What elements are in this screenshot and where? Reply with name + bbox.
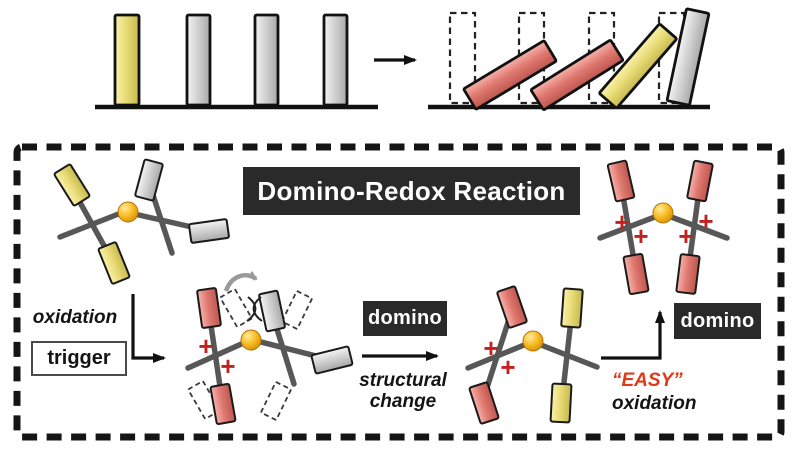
- domino-tile-gray: [322, 13, 349, 107]
- molecule-initial: [53, 158, 230, 285]
- plus-charge: +: [198, 331, 213, 361]
- title-banner: Domino-Redox Reaction: [243, 167, 580, 215]
- page-title: Domino-Redox Reaction: [257, 175, 566, 206]
- structural-change-caption: structural change: [359, 370, 447, 412]
- domino-arrow-2: [601, 310, 665, 360]
- plus-charge: +: [483, 333, 498, 363]
- twist-icon: [246, 296, 263, 322]
- domino-label-box-1: domino: [363, 301, 447, 336]
- falling-tile-yellow: [598, 22, 678, 110]
- easy-word: “EASY”: [612, 370, 683, 391]
- falling-tile-red: [462, 39, 558, 111]
- metal-center-icon: [522, 330, 544, 352]
- falling-tile-gray: [665, 7, 711, 107]
- plus-charge: +: [698, 206, 713, 236]
- trigger-label-box: trigger: [31, 341, 127, 376]
- falling-tile-red: [529, 39, 625, 111]
- falling-dominoes-panel: [428, 7, 711, 111]
- plus-charge: +: [500, 352, 515, 382]
- plus-charge: +: [220, 351, 235, 381]
- trigger-arrow: [131, 294, 166, 363]
- easy-oxidation-word: oxidation: [612, 393, 697, 414]
- molecule-rearranged: + +: [465, 285, 600, 425]
- oxidation-caption: oxidation: [32, 307, 118, 328]
- domino-tile-gray: [185, 13, 212, 107]
- molecule-triggered: + +: [185, 270, 354, 426]
- domino-tile-gray: [253, 13, 280, 107]
- metal-center-icon: [117, 201, 139, 223]
- plus-charge: +: [614, 207, 629, 237]
- molecule-fully-oxidized: + + + +: [597, 159, 730, 296]
- metal-center-icon: [652, 202, 674, 224]
- metal-center-icon: [240, 329, 262, 351]
- plus-charge: +: [633, 221, 648, 251]
- easy-oxidation-caption: “EASY” oxidation: [612, 369, 752, 415]
- dashed-frame: [13, 143, 785, 441]
- domino-label-box-2: domino: [674, 303, 761, 339]
- plus-charge: +: [678, 221, 693, 251]
- domino-tile-yellow: [113, 13, 141, 107]
- standing-dominoes-panel: [95, 13, 378, 110]
- rotation-arrow-icon: [223, 270, 258, 292]
